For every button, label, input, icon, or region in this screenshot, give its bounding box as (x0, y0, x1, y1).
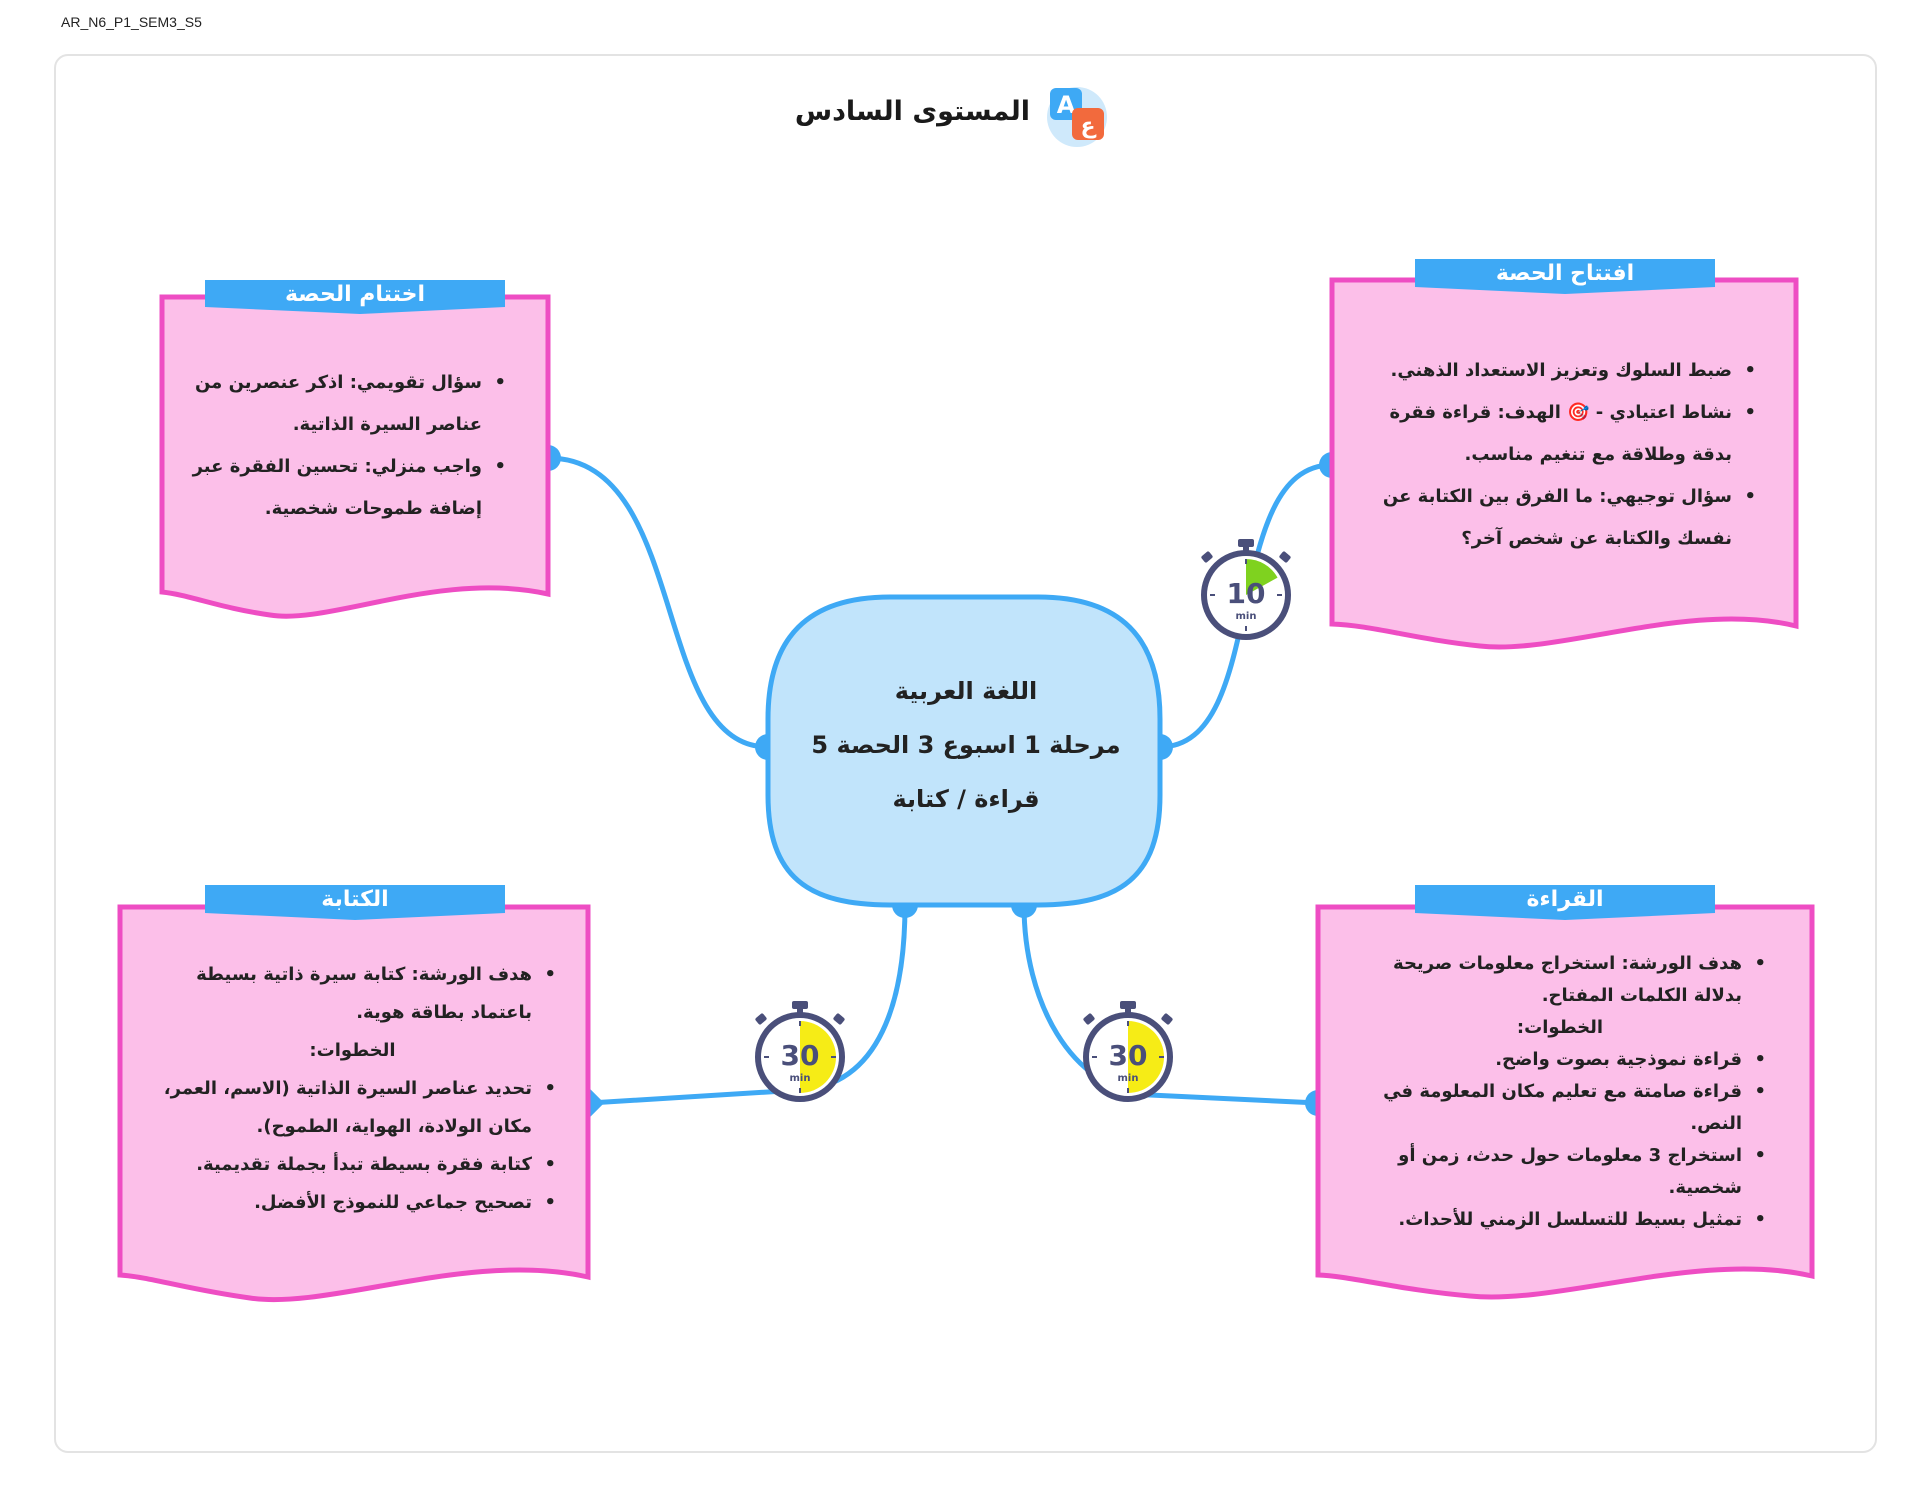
reading-steps-label: الخطوات: (1516, 1017, 1604, 1038)
opening-title: افتتاح الحصة (1495, 261, 1635, 286)
link-reading (1021, 902, 1321, 1106)
timer-writing-unit: min (790, 1073, 811, 1084)
timer-opening-value: 10 (1227, 577, 1266, 610)
list-item: تحديد عناصر السيرة الذاتية (الاسم، العمر… (145, 1070, 556, 1146)
stopwatch-icon-writing: 30 min (755, 1001, 845, 1102)
writing-content: هدف الورشة: كتابة سيرة ذاتية بسيطة باعتم… (145, 956, 560, 1222)
list-item: قراءة نموذجية بصوت واضح. (1350, 1044, 1766, 1076)
center-node (765, 594, 1163, 908)
link-closing (545, 455, 771, 750)
list-item: تمثيل بسيط للتسلسل الزمني للأحداث. (1350, 1204, 1766, 1236)
document-id: AR_N6_P1_SEM3_S5 (61, 14, 202, 30)
writing-goal: هدف الورشة: كتابة سيرة ذاتية بسيطة باعتم… (145, 956, 556, 1032)
timer-writing-value: 30 (781, 1039, 820, 1072)
list-item: تصحيح جماعي للنموذج الأفضل. (145, 1184, 556, 1222)
opening-content: ضبط السلوك وتعزيز الاستعداد الذهني. نشاط… (1370, 350, 1760, 560)
stopwatch-icon-opening: 10 min (1201, 539, 1291, 640)
link-writing (587, 902, 908, 1106)
language-logo-icon: A ع (1047, 87, 1107, 147)
writing-title: الكتابة (321, 887, 389, 912)
list-item: سؤال توجيهي: ما الفرق بين الكتابة عن نفس… (1370, 476, 1756, 560)
closing-content: سؤال تقويمي: اذكر عنصرين من عناصر السيرة… (190, 362, 510, 530)
list-item: ضبط السلوك وتعزيز الاستعداد الذهني. (1370, 350, 1756, 392)
reading-title: القراءة (1526, 887, 1604, 912)
writing-steps-label: الخطوات: (309, 1040, 396, 1061)
center-label: اللغة العربية مرحلة 1 اسبوع 3 الحصة 5 قر… (770, 664, 1162, 826)
timer-opening-unit: min (1236, 611, 1257, 622)
list-item: واجب منزلي: تحسين الفقرة عبر إضافة طموحا… (190, 446, 506, 530)
reading-goal: هدف الورشة: استخراج معلومات صريحة بدلالة… (1350, 948, 1766, 1012)
reading-content: هدف الورشة: استخراج معلومات صريحة بدلالة… (1350, 948, 1770, 1236)
center-subject: اللغة العربية (894, 677, 1038, 705)
timer-reading-unit: min (1118, 1073, 1139, 1084)
list-item: كتابة فقرة بسيطة تبدأ بجملة تقديمية. (145, 1146, 556, 1184)
list-item: نشاط اعتيادي - 🎯 الهدف: قراءة فقرة بدقة … (1370, 392, 1756, 476)
list-item: سؤال تقويمي: اذكر عنصرين من عناصر السيرة… (190, 362, 506, 446)
header: A ع المستوى السادس (795, 80, 1120, 152)
center-skills: قراءة / كتابة (892, 785, 1040, 813)
timer-reading-value: 30 (1109, 1039, 1148, 1072)
list-item: استخراج 3 معلومات حول حدث، زمن أو شخصية. (1350, 1140, 1766, 1204)
center-session: مرحلة 1 اسبوع 3 الحصة 5 (811, 731, 1121, 759)
logo-letter-latin: A (1057, 91, 1076, 119)
stopwatch-icon-reading: 30 min (1083, 1001, 1173, 1102)
page-title: المستوى السادس (794, 96, 1030, 127)
closing-title: اختتام الحصة (284, 282, 426, 307)
tab-opening (1415, 259, 1715, 294)
tab-writing (205, 885, 505, 920)
list-item: قراءة صامتة مع تعليم مكان المعلومة في ال… (1350, 1076, 1766, 1140)
tab-closing (205, 280, 505, 314)
tab-reading (1415, 885, 1715, 920)
logo-letter-arabic: ع (1080, 114, 1096, 139)
